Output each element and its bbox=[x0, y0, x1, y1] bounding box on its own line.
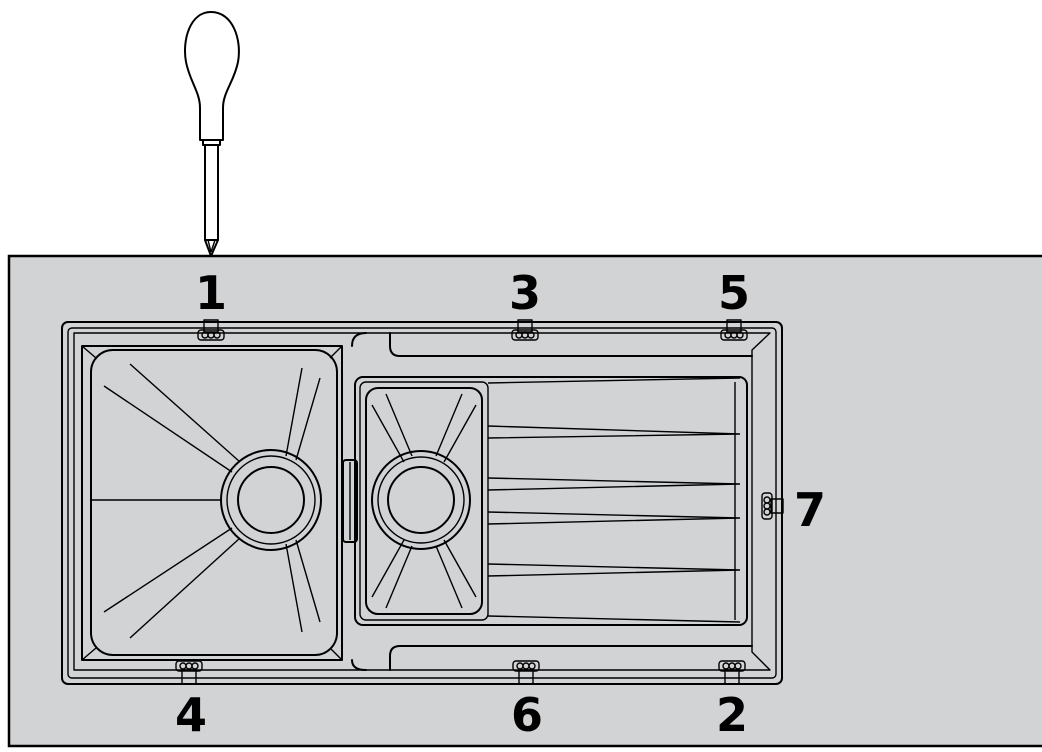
clip-label-2: 2 bbox=[716, 688, 748, 742]
sink-icon bbox=[61, 321, 783, 685]
clip-label-7: 7 bbox=[794, 483, 826, 537]
clip-label-6: 6 bbox=[511, 688, 543, 742]
screwdriver-icon bbox=[184, 11, 240, 257]
clip-label-1: 1 bbox=[195, 266, 227, 320]
mounting-clip-icon bbox=[175, 319, 784, 685]
clip-label-4: 4 bbox=[175, 688, 207, 742]
clip-label-3: 3 bbox=[509, 266, 541, 320]
clip-label-5: 5 bbox=[718, 266, 750, 320]
